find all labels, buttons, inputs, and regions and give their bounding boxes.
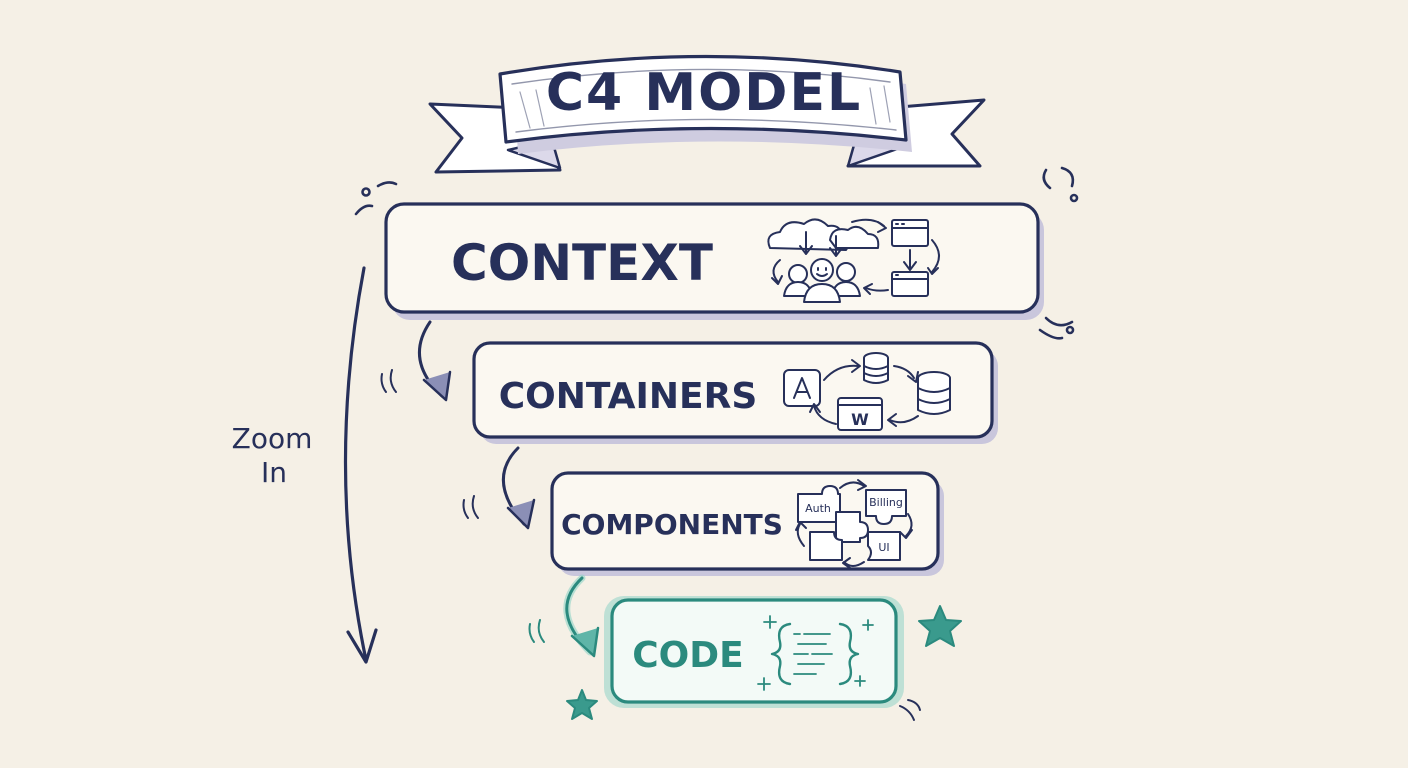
component-billing-label: Billing <box>869 496 903 509</box>
level-containers-label: CONTAINERS <box>499 376 758 417</box>
component-auth-label: Auth <box>805 502 831 515</box>
people-system-icon <box>767 218 940 303</box>
level-context: CONTEXT <box>384 202 1044 320</box>
component-ui-label: UI <box>878 541 889 554</box>
code-braces-icon <box>757 615 874 691</box>
puzzle-components-icon: Auth Billing UI <box>795 479 913 569</box>
level-code-label: CODE <box>632 635 744 676</box>
zoom-in-arrow <box>343 266 378 664</box>
connector-context-containers <box>380 320 452 402</box>
star-icon <box>566 605 962 721</box>
containers-icon: W <box>783 352 951 431</box>
level-components-label: COMPONENTS <box>561 508 783 541</box>
title-banner: C4 MODEL <box>428 54 986 174</box>
doodle-accents <box>354 166 1079 340</box>
level-components: COMPONENTS <box>550 471 944 576</box>
connector-components-code <box>528 574 600 658</box>
containers-web-letter: W <box>851 410 869 429</box>
level-context-label: CONTEXT <box>451 234 713 292</box>
level-code: CODE <box>604 596 904 708</box>
banner-title: C4 MODEL <box>546 63 862 123</box>
zoom-label-line1: Zoom <box>232 422 313 455</box>
zoom-label-line2: In <box>261 456 287 489</box>
connector-containers-components <box>462 446 536 530</box>
